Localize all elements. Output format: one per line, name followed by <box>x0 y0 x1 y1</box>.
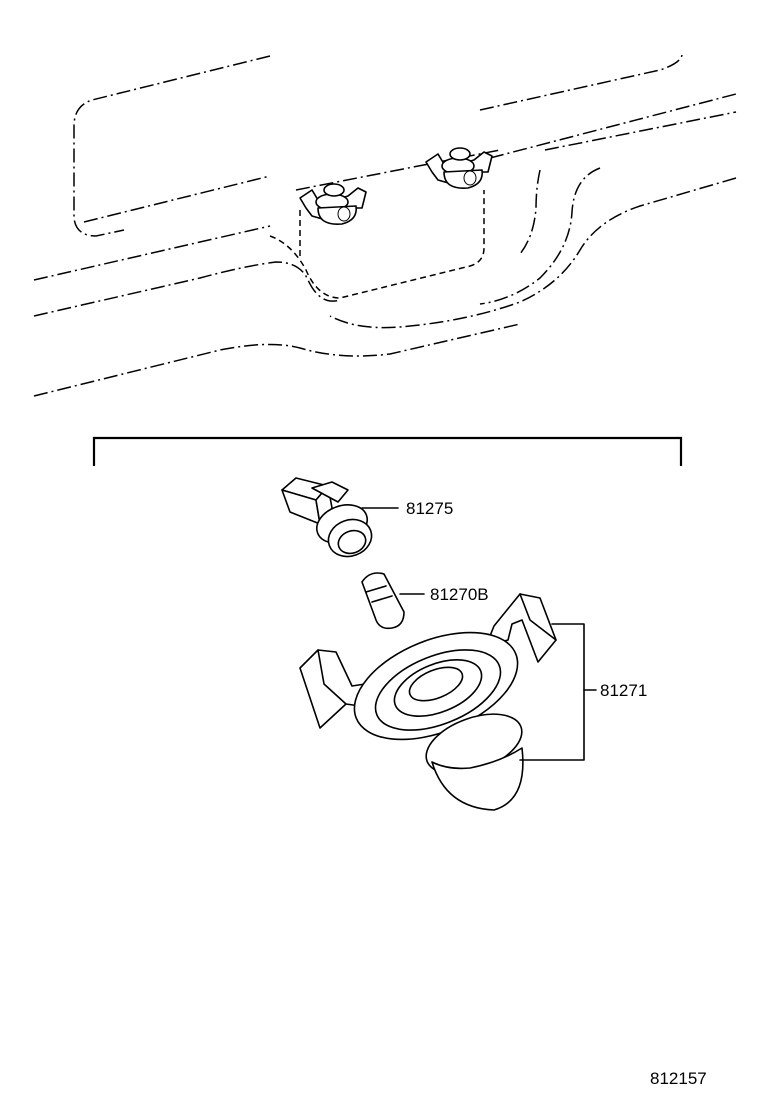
bulb-81270b <box>361 572 405 630</box>
garnish-edge <box>269 190 485 299</box>
body-right-contour <box>329 177 737 329</box>
leader-81271 <box>519 623 585 761</box>
body-lower-line-1 <box>33 225 271 281</box>
illustration-number: 812157 <box>650 1069 707 1088</box>
plate-recess-outline <box>73 55 271 237</box>
mounted-lamp-left <box>299 183 367 225</box>
socket-81275 <box>281 477 373 558</box>
callout-81275: 81275 <box>406 499 453 518</box>
body-lower-line-2 <box>33 261 341 317</box>
detail-bracket <box>92 436 683 466</box>
callout-81270b: 81270B <box>430 585 489 604</box>
callout-81271: 81271 <box>600 681 647 700</box>
body-upper-contour <box>479 51 683 111</box>
body-lower-line-3 <box>33 323 521 397</box>
vehicle-rear-view <box>33 51 737 397</box>
lamp-housing-81271 <box>299 593 557 811</box>
mounted-lamp-right <box>425 147 493 189</box>
